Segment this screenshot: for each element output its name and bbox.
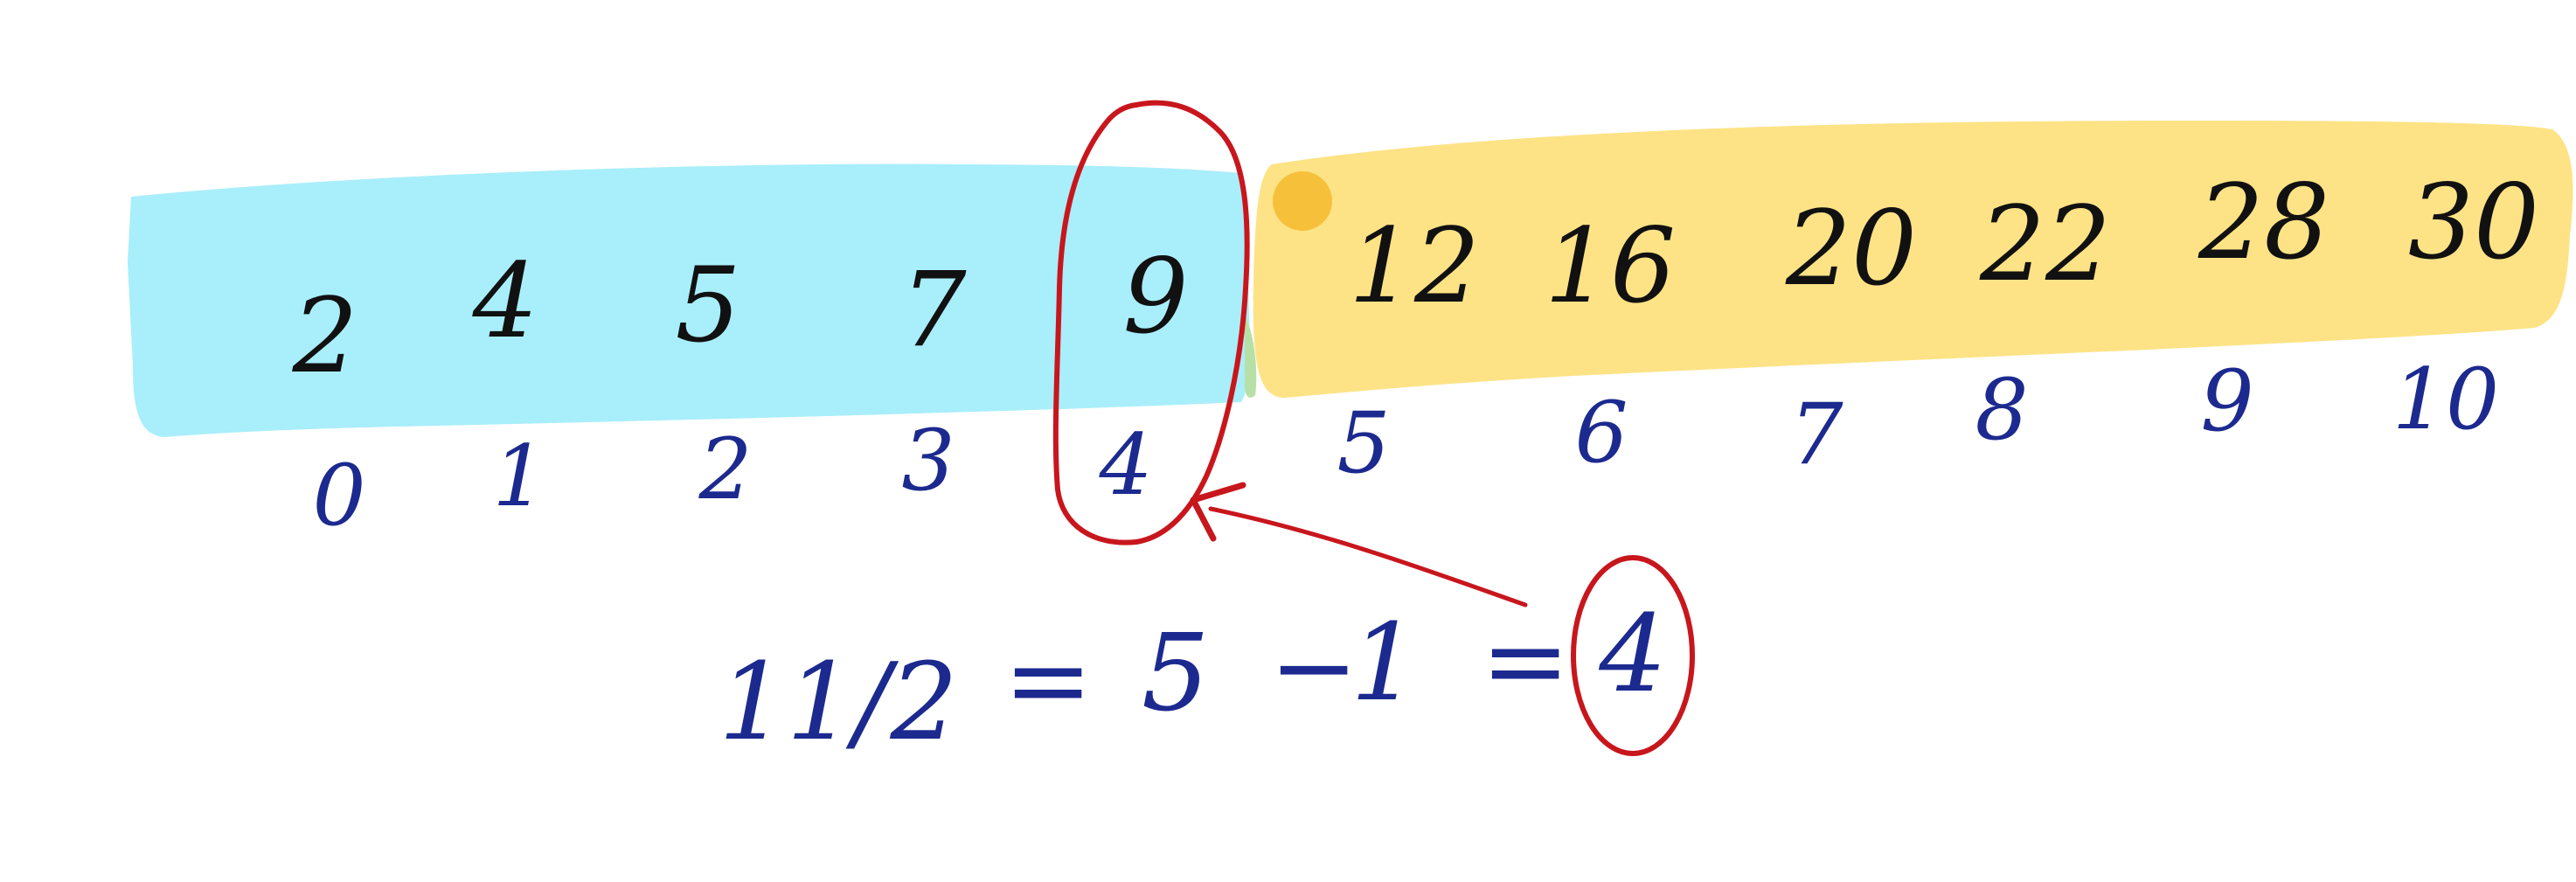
equation-minus: −: [1269, 605, 1358, 729]
array-index: 3: [901, 412, 955, 510]
array-values: 2 4 5 7 9 12 16 20 22 28 30: [291, 162, 2539, 396]
array-value: 16: [1545, 205, 1676, 326]
array-value: 7: [900, 249, 966, 370]
highlight-overlap: [1245, 315, 1257, 398]
result-circle: [1571, 555, 1695, 756]
equation-equals-1: =: [1003, 618, 1093, 742]
array-index: 0: [312, 447, 365, 545]
right-half-highlight: [1253, 121, 2573, 398]
array-index: 9: [2200, 352, 2253, 450]
middle-element-circle: [1052, 100, 1250, 545]
array-index: 6: [1574, 384, 1628, 482]
array-value: 2: [291, 275, 358, 396]
array-index: 1: [492, 427, 545, 525]
midpoint-equation: 11/2 = 5 − 1 = 4: [719, 592, 1667, 764]
left-half-highlight: [128, 163, 1250, 437]
array-value: 20: [1785, 188, 1917, 309]
array-indices: 0 1 2 3 4 5 6 7 8 9 10: [312, 351, 2499, 545]
array-value: 5: [675, 245, 740, 365]
equation-five: 5: [1142, 611, 1210, 735]
array-value: 9: [1122, 236, 1188, 357]
array-index: 8: [1975, 361, 2028, 459]
array-index: 10: [2392, 351, 2499, 448]
arrow-shaft: [1208, 506, 1528, 608]
equation-one: 1: [1350, 601, 1419, 725]
array-index: 4: [1098, 416, 1152, 514]
array-value: 30: [2408, 162, 2539, 282]
array-index: 7: [1789, 385, 1843, 483]
pointer-arrow: [1190, 482, 1528, 608]
array-index: 5: [1337, 394, 1390, 492]
arrow-head: [1190, 482, 1246, 542]
highlight-bands: [128, 121, 2573, 437]
array-value: 28: [2198, 162, 2330, 282]
equation-lhs: 11/2: [719, 640, 958, 764]
array-value: 4: [471, 240, 538, 361]
equation-result: 4: [1598, 592, 1667, 716]
array-value: 12: [1349, 205, 1480, 326]
equation-equals-2: =: [1481, 599, 1570, 723]
array-index: 2: [698, 420, 752, 518]
highlighter-dot: [1273, 171, 1332, 231]
array-value: 22: [1979, 184, 2111, 304]
